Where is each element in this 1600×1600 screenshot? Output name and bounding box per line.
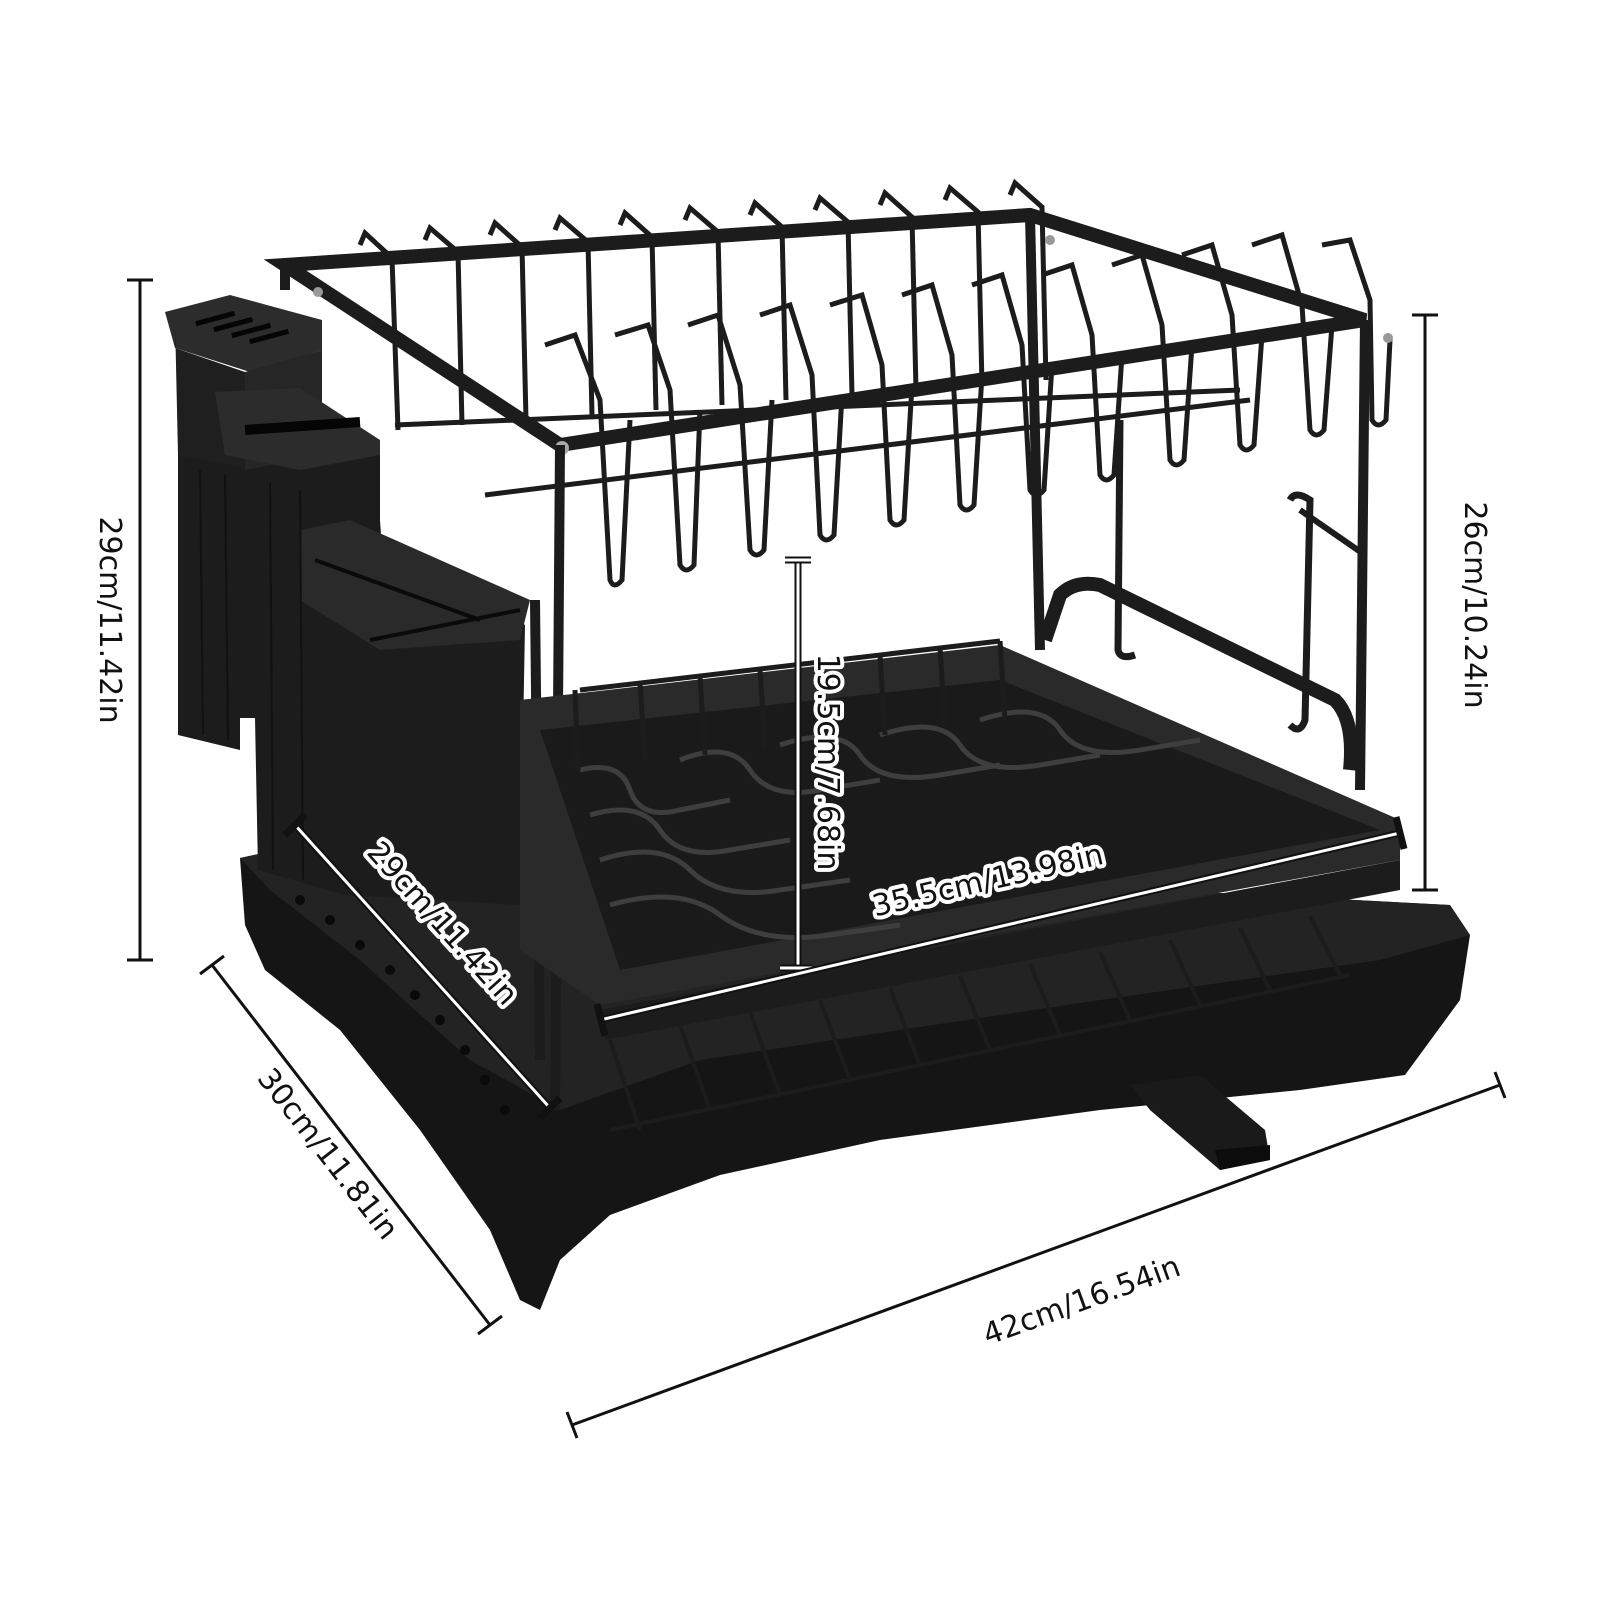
dish-rack-illustration [165, 178, 1470, 1310]
board-holder [1038, 419, 1367, 771]
rack-height-dimension: 26cm/10.24in [1412, 313, 1492, 892]
utensil-holder [165, 295, 530, 905]
total-height-dimension: 29cm/11.42in [92, 278, 153, 962]
upper-rack [263, 178, 1393, 588]
shelf-gap-label: 19.5cm/7.68in [810, 654, 845, 871]
rack-height-label: 26cm/10.24in [1457, 501, 1492, 708]
base-depth-label: 30cm/11.81in [250, 1062, 405, 1247]
lower-rack [520, 638, 1400, 1132]
shelf-gap-dimension: 19.5cm/7.68in [780, 556, 849, 972]
total-height-label: 29cm/11.42in [92, 516, 127, 723]
